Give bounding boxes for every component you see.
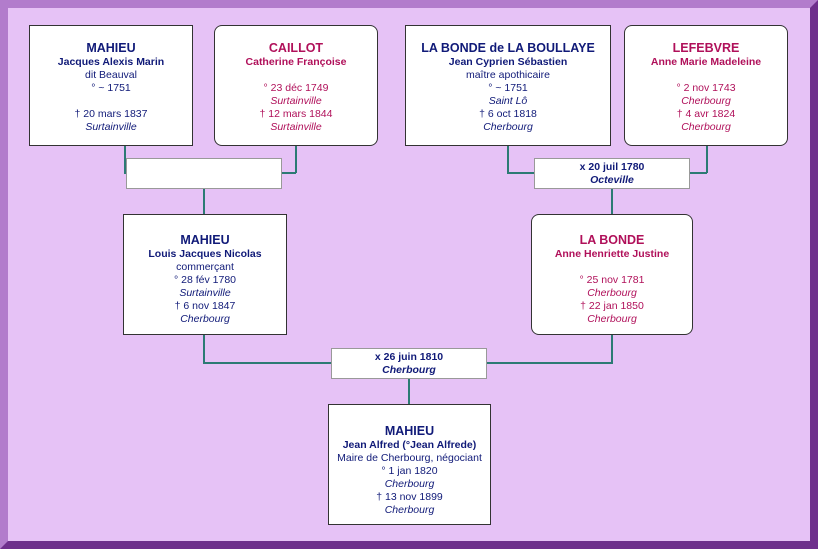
person-death-place: Cherbourg [180, 313, 230, 325]
marriage-date: x 20 juil 1780 [579, 161, 645, 173]
person-birth-place: Surtainville [270, 95, 322, 107]
person-birth: ° 2 nov 1743 [676, 82, 736, 94]
person-birth: ° 25 nov 1781 [579, 274, 645, 286]
person-given-name: Anne Marie Madeleine [650, 56, 762, 68]
connector-line [507, 146, 509, 173]
person-box-la-bonde-anne: LA BONDE Anne Henriette Justine ° 25 nov… [531, 214, 693, 335]
person-surname: MAHIEU [384, 424, 435, 438]
connector-line [295, 146, 297, 173]
person-death-place: Cherbourg [681, 121, 731, 133]
person-death-place: Surtainville [85, 121, 137, 133]
person-box-lefebvre-anne: LEFEBVRE Anne Marie Madeleine ° 2 nov 17… [624, 25, 788, 146]
person-surname: LEFEBVRE [672, 41, 740, 55]
person-death-place: Cherbourg [384, 504, 435, 516]
person-death-place: Surtainville [270, 121, 322, 133]
person-death: † 13 nov 1899 [376, 491, 443, 503]
person-box-mahieu-jacques: MAHIEU Jacques Alexis Marin dit Beauval … [29, 25, 193, 146]
person-death: † 22 jan 1850 [580, 300, 644, 312]
marriage-date: x 26 juin 1810 [374, 351, 444, 363]
person-box-mahieu-louis: MAHIEU Louis Jacques Nicolas commerçant … [123, 214, 287, 335]
person-birth: ° ~ 1751 [488, 82, 528, 94]
person-nickname: dit Beauval [85, 69, 137, 81]
connector-line [203, 335, 205, 363]
person-birth-place: Cherbourg [681, 95, 731, 107]
connector-line [706, 146, 708, 173]
person-surname: CAILLOT [268, 41, 324, 55]
person-given-name: Jean Cyprien Sébastien [448, 56, 568, 68]
marriage-place: Cherbourg [382, 364, 436, 376]
person-death: † 20 mars 1837 [74, 108, 148, 120]
person-box-caillot-catherine: CAILLOT Catherine Françoise ° 23 déc 174… [214, 25, 378, 146]
person-death: † 6 nov 1847 [174, 300, 236, 312]
person-box-mahieu-jean-alfred: MAHIEU Jean Alfred (°Jean Alfrede) Maire… [328, 404, 491, 525]
person-surname: MAHIEU [86, 41, 136, 55]
marriage-box: x 26 juin 1810 Cherbourg [331, 348, 487, 379]
person-given-name: Anne Henriette Justine [554, 248, 670, 260]
person-death-place: Cherbourg [483, 121, 533, 133]
person-birth-place: Cherbourg [587, 287, 637, 299]
person-occupation: commerçant [176, 261, 234, 273]
connector-line [203, 188, 205, 214]
person-birth-place: Cherbourg [384, 478, 435, 490]
person-birth-place: Surtainville [179, 287, 231, 299]
person-surname: LA BONDE de LA BOULLAYE [421, 41, 595, 55]
person-surname: LA BONDE [579, 233, 645, 247]
person-birth: ° 1 jan 1820 [381, 465, 438, 477]
person-given-name: Jean Alfred (°Jean Alfrede) [342, 439, 477, 451]
connector-line [124, 146, 126, 173]
person-death: † 4 avr 1824 [676, 108, 736, 120]
person-birth: ° ~ 1751 [91, 82, 131, 94]
person-birth-place: Saint Lô [488, 95, 528, 107]
person-birth: ° 28 fév 1780 [174, 274, 236, 286]
person-death-place: Cherbourg [587, 313, 637, 325]
person-occupation: maître apothicaire [465, 69, 551, 81]
connector-line [408, 378, 410, 404]
marriage-box: x 20 juil 1780 Octeville [534, 158, 690, 189]
person-given-name: Jacques Alexis Marin [57, 56, 165, 68]
person-occupation: Maire de Cherbourg, négociant [337, 452, 482, 464]
person-death: † 6 oct 1818 [479, 108, 537, 120]
person-birth: ° 23 déc 1749 [263, 82, 329, 94]
connector-line [611, 335, 613, 363]
marriage-box-empty [126, 158, 282, 189]
connector-line [611, 188, 613, 214]
person-box-la-bonde-jean: LA BONDE de LA BOULLAYE Jean Cyprien Séb… [405, 25, 611, 146]
marriage-place: Octeville [590, 174, 634, 186]
person-surname: MAHIEU [180, 233, 230, 247]
person-death: † 12 mars 1844 [259, 108, 333, 120]
person-given-name: Louis Jacques Nicolas [148, 248, 262, 260]
person-given-name: Catherine Françoise [245, 56, 347, 68]
